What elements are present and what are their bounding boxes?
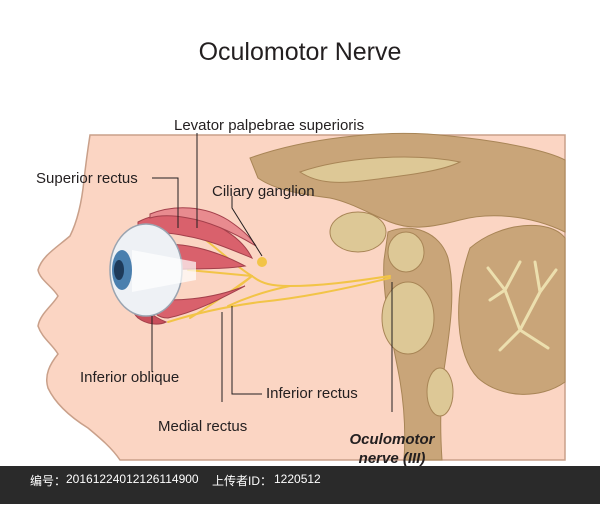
thalamus bbox=[329, 211, 387, 253]
leader-lines bbox=[151, 133, 393, 412]
label-levator: Levator palpebrae superioris bbox=[174, 117, 365, 134]
label-inferior-rectus: Inferior rectus bbox=[266, 385, 358, 402]
footer-uploader-value: 1220512 bbox=[274, 472, 321, 486]
corpus-region bbox=[298, 156, 462, 183]
label-ciliary-ganglion: Ciliary ganglion bbox=[212, 183, 315, 200]
page-title: Oculomotor Nerve bbox=[198, 38, 402, 66]
footer-uploader-prefix: 上传者ID： bbox=[212, 474, 273, 488]
label-oculomotor-nerve-line2: nerve (III) bbox=[358, 450, 426, 467]
watermark-footer: 编号： 20161224012126114900 上传者ID： 1220512 bbox=[0, 466, 600, 504]
inferior-rectus-muscle bbox=[147, 285, 246, 319]
optic-shadow bbox=[132, 250, 196, 292]
label-inferior-oblique: Inferior oblique bbox=[80, 369, 180, 386]
footer-id-value: 20161224012126114900 bbox=[66, 472, 199, 486]
cerebrum bbox=[249, 132, 566, 233]
ciliary-ganglion bbox=[257, 257, 267, 267]
label-superior-rectus: Superior rectus bbox=[36, 170, 138, 187]
pons bbox=[381, 281, 435, 355]
pupil bbox=[114, 260, 124, 280]
arbor-vitae bbox=[486, 260, 558, 352]
medulla bbox=[426, 367, 454, 417]
label-medial-rectus: Medial rectus bbox=[158, 418, 248, 435]
footer-id-prefix: 编号： bbox=[30, 474, 67, 488]
midbrain bbox=[387, 231, 425, 273]
label-oculomotor-nerve-line1: Oculomotor bbox=[349, 431, 435, 448]
